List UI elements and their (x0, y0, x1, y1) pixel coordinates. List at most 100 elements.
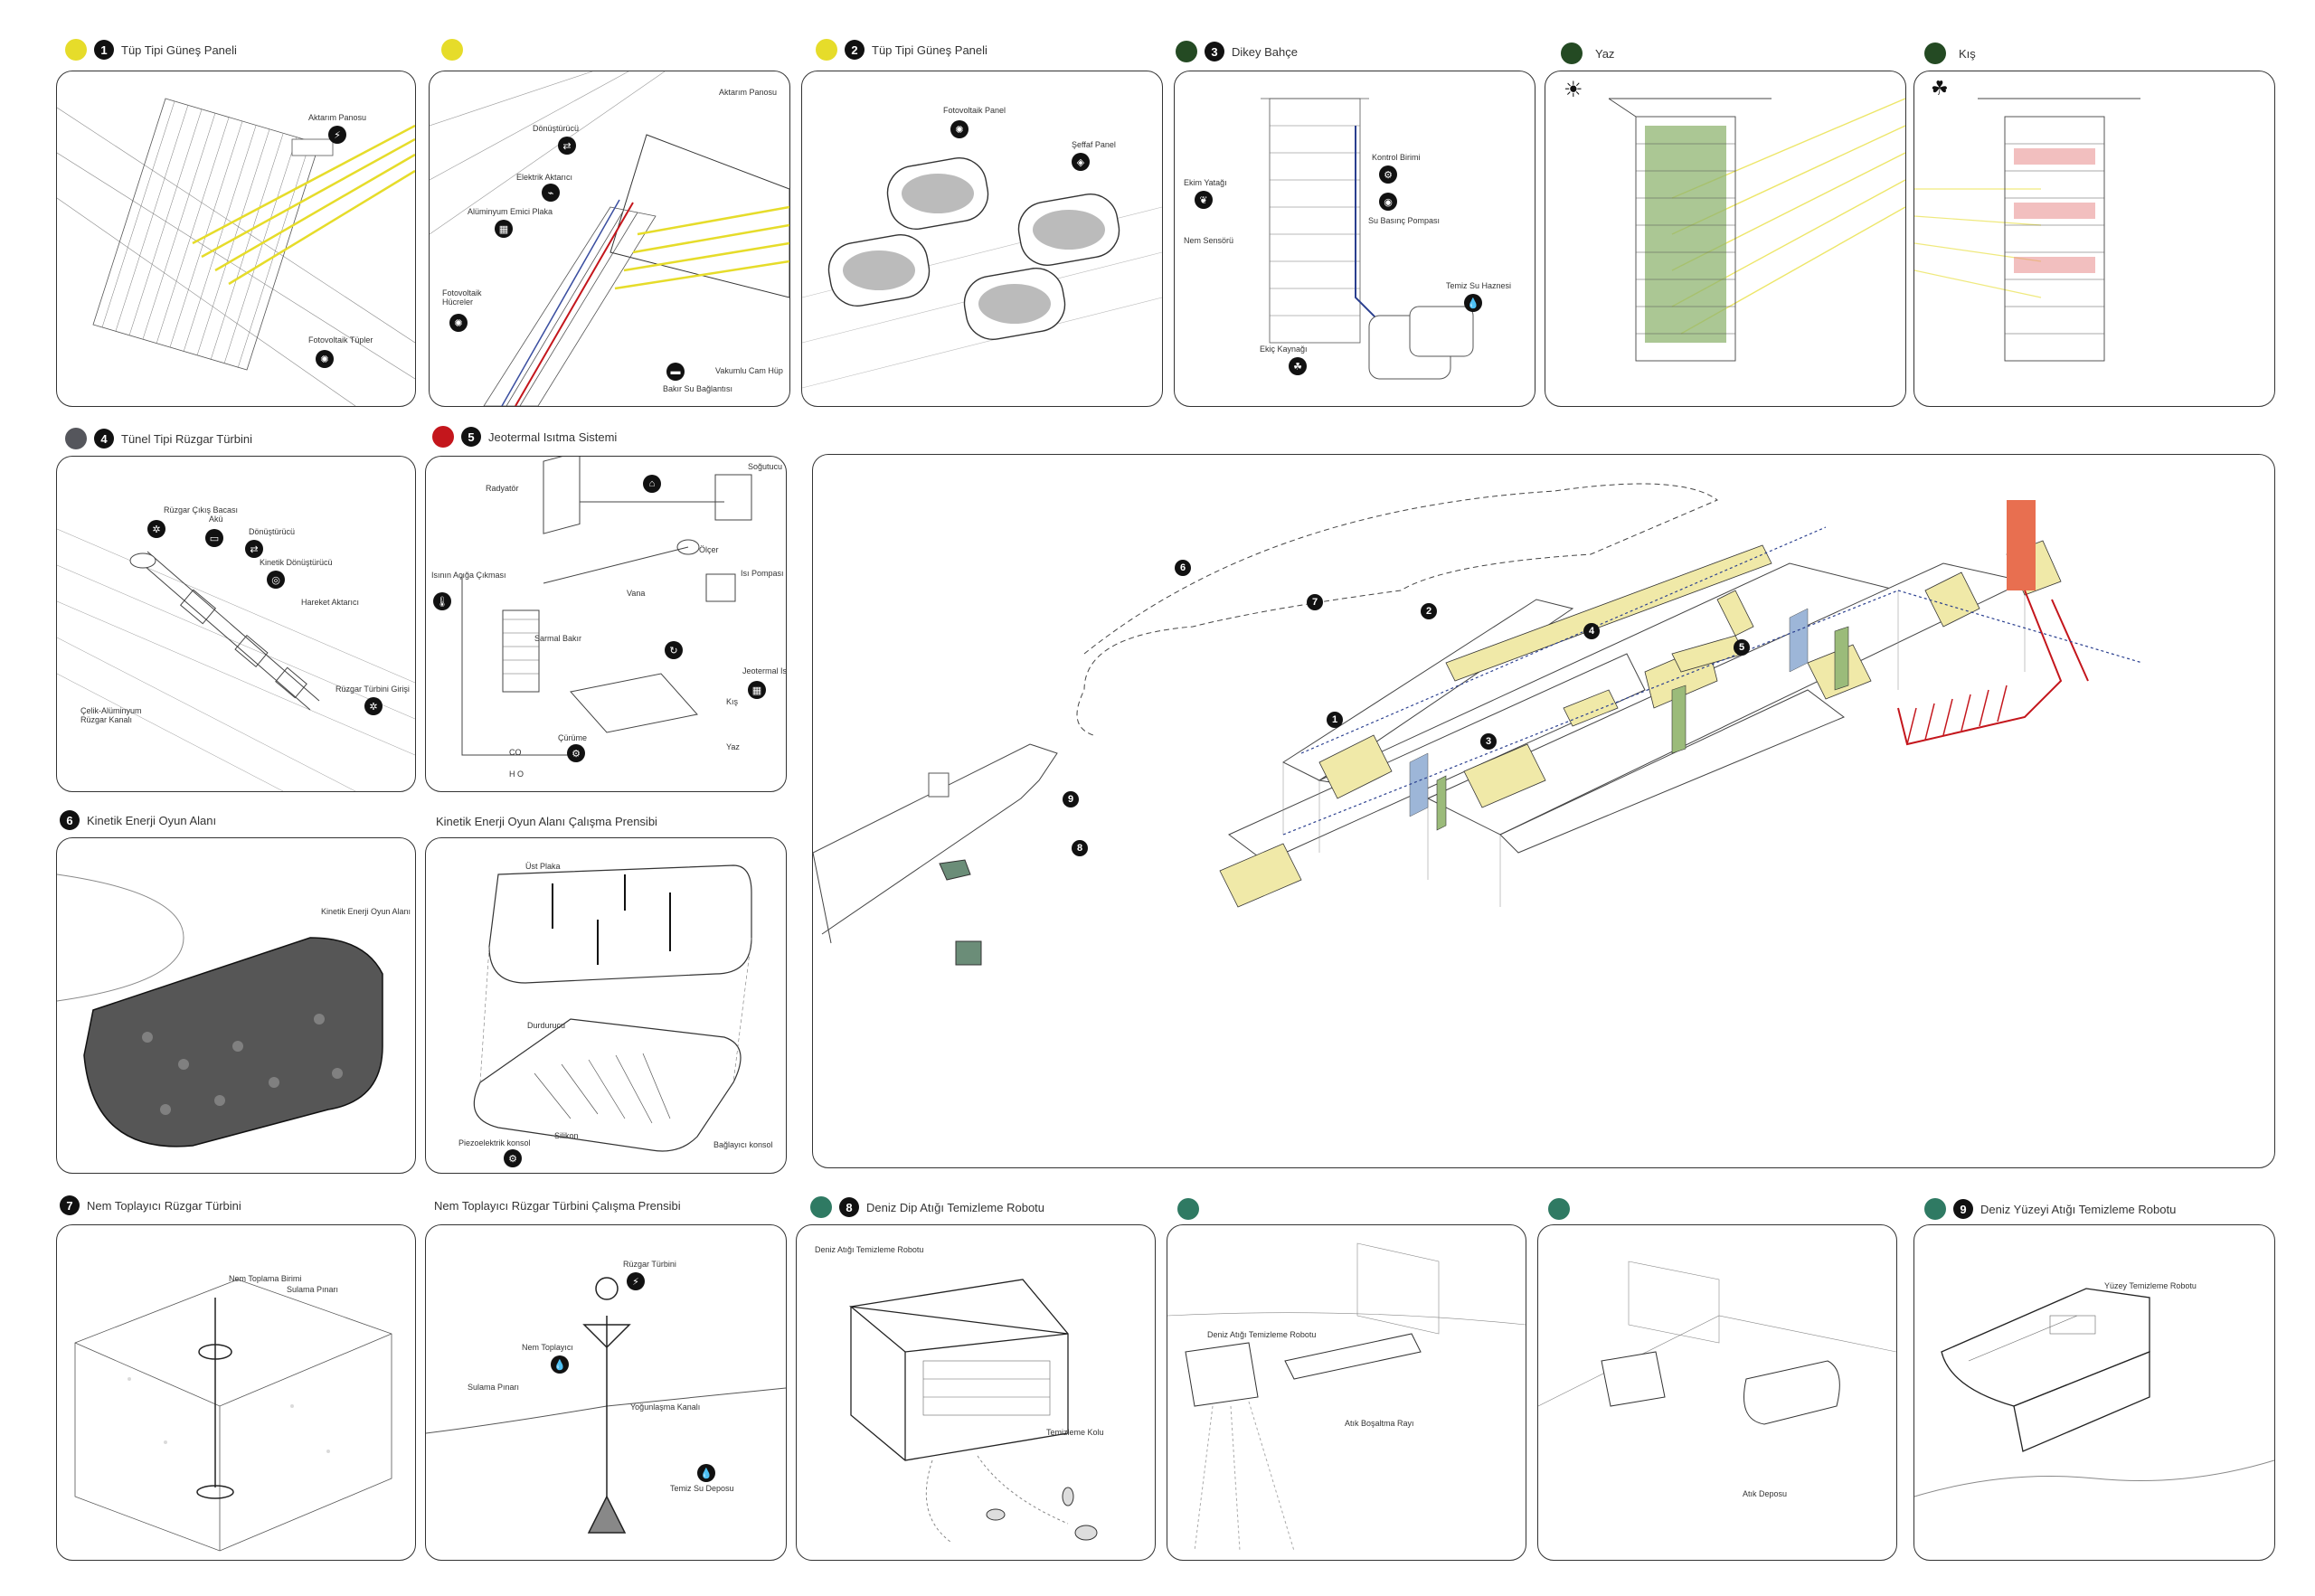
marker-4[interactable]: 4 (1583, 623, 1600, 639)
label-pv-cells: Fotovoltaik Hücreler (442, 288, 482, 307)
sun-cell-icon: ✺ (950, 120, 969, 138)
cycle-icon: ↻ (665, 641, 683, 659)
battery-icon: ▭ (205, 529, 223, 547)
label-waste-rail: Atık Boşaltma Rayı (1345, 1419, 1414, 1428)
label-decay: Çürüme (558, 733, 588, 742)
gray-dot-icon (65, 428, 87, 449)
marker-1[interactable]: 1 (1327, 712, 1343, 728)
label-moisture-unit: Nem Toplama Birimi (229, 1274, 302, 1283)
label-pv-tubes: Fotovoltaik Tüpler (308, 335, 373, 345)
header-kinetic-principle: Kinetik Enerji Oyun Alanı Çalışma Prensi… (436, 807, 657, 835)
number-badge: 9 (1953, 1199, 1973, 1219)
section-title: Nem Toplayıcı Rüzgar Türbini (87, 1198, 241, 1213)
section-title: Kış (1959, 46, 1976, 61)
tube-icon: ▬ (666, 363, 685, 381)
header-surface-robot: 9 Deniz Yüzeyi Atığı Temizleme Robotu (1924, 1195, 2176, 1223)
section-title: Kinetik Enerji Oyun Alanı (87, 813, 217, 827)
label-co2: CO (509, 748, 522, 757)
label-kinetic-converter: Kinetik Dönüştürücü (260, 558, 333, 567)
panel-vertical-garden: Ekim Yatağı ❦ Kontrol Birimi ⚙ ◉ Su Bası… (1174, 71, 1535, 407)
label-heat-pump: Isı Pompası (741, 569, 784, 578)
number-badge: 3 (1205, 42, 1224, 61)
marker-9[interactable]: 9 (1063, 791, 1079, 807)
label-clean-water-tank: Temiz Su Deposu (670, 1484, 734, 1493)
header-seabed-robot-2 (1177, 1195, 1199, 1223)
panel-winter: ☘ (1913, 71, 2275, 407)
label-winter: Kış (726, 697, 739, 706)
plant-icon: ❦ (1195, 191, 1213, 209)
label-motion-transfer: Hareket Aktarıcı (301, 598, 360, 607)
water-drop-icon: 💧 (1464, 294, 1482, 312)
label-control-unit: Kontrol Birimi (1372, 153, 1421, 162)
label-connector-console: Bağlayıcı konsol (713, 1140, 773, 1149)
panel-main-axonometric: 6 7 2 4 5 1 3 9 8 (812, 454, 2275, 1168)
panel-summer: ☀ (1545, 71, 1906, 407)
label-battery: Akü (209, 515, 223, 524)
number-badge: 6 (60, 810, 80, 830)
sun-icon: ☀ (1564, 78, 1583, 102)
marker-8[interactable]: 8 (1072, 840, 1088, 856)
label-planting-bed: Ekim Yatağı (1184, 178, 1227, 187)
lightning-icon: ⚡ (627, 1272, 645, 1290)
label-heat-release: Isının Açığa Çıkması (431, 571, 506, 580)
header-tube-solar-detail (441, 36, 463, 63)
kinetic-icon: ◎ (267, 571, 285, 589)
pump-icon: ◉ (1379, 193, 1397, 211)
water-drop-icon: 💧 (697, 1464, 715, 1482)
panel-surface-robot: Yüzey Temizleme Robotu (1913, 1224, 2275, 1561)
panel-geothermal: Soğutucu Radyatör ⌂ Isının Açığa Çıkması… (425, 456, 787, 792)
marker-3[interactable]: 3 (1480, 733, 1497, 750)
teal-dot-icon (1924, 1198, 1946, 1220)
label-surface-robot: Yüzey Temizleme Robotu (2104, 1281, 2197, 1290)
section-title: Deniz Yüzeyi Atığı Temizleme Robotu (1980, 1202, 2177, 1216)
label-electric-transfer: Elektrik Aktarıcı (516, 173, 573, 182)
label-wind-channel: Çelik-Alüminyum Rüzgar Kanalı (80, 706, 142, 724)
teal-dot-icon (810, 1196, 832, 1218)
panel-icon: ◈ (1072, 153, 1090, 171)
number-badge: 1 (94, 40, 114, 60)
label-copper-connection: Bakır Su Bağlantısı (663, 384, 733, 393)
label-top-plate: Üst Plaka (525, 862, 561, 871)
label-stopper: Durdurucu (527, 1021, 566, 1030)
panel-tunnel-wind: Rüzgar Çıkış Bacası ✲ Akü ▭ Dönüştürücü … (56, 456, 416, 792)
converter-icon: ⇄ (558, 137, 576, 155)
label-meter: Ölçer (699, 545, 719, 554)
heat-icon: ▦ (748, 681, 766, 699)
label-h2o: H O (509, 770, 524, 779)
header-tube-solar-2: 2 Tüp Tipi Güneş Paneli (816, 36, 987, 63)
label-waste-depot: Atık Deposu (1743, 1489, 1788, 1498)
sun-cell-icon: ✺ (316, 350, 334, 368)
marker-7[interactable]: 7 (1307, 594, 1323, 610)
label-clean-water-tank: Temiz Su Haznesi (1446, 281, 1512, 290)
panel-moisture-turbine: Nem Toplama Birimi Sulama Pınarı (56, 1224, 416, 1561)
panel-seabed-robot: Deniz Atığı Temizleme Robotu Temizleme K… (796, 1224, 1156, 1561)
label-valve: Vana (627, 589, 646, 598)
label-wind-exit-chimney: Rüzgar Çıkış Bacası (164, 505, 239, 515)
red-dot-icon (432, 426, 454, 448)
marker-6[interactable]: 6 (1175, 560, 1191, 576)
teal-dot-icon (1177, 1198, 1199, 1220)
panel-kinetic-principle: Üst Plaka Durdurucu Piezoelektrik konsol… (425, 837, 787, 1174)
header-summer: Yaz (1561, 40, 1614, 67)
green-dot-icon (1561, 42, 1583, 64)
section-title: Deniz Dip Atığı Temizleme Robotu (866, 1200, 1045, 1214)
section-title: Tünel Tipi Rüzgar Türbini (121, 431, 252, 446)
section-title: Jeotermal Isıtma Sistemi (488, 430, 618, 444)
marker-5[interactable]: 5 (1734, 639, 1750, 656)
label-irrigation-spring: Sulama Pınarı (287, 1285, 339, 1294)
section-title: Tüp Tipi Güneş Paneli (872, 42, 987, 57)
label-irrigation-spring: Sulama Pınarı (468, 1383, 520, 1392)
header-vertical-garden: 3 Dikey Bahçe (1176, 38, 1298, 65)
teal-dot-icon (1548, 1198, 1570, 1220)
marker-2[interactable]: 2 (1421, 603, 1437, 619)
section-title: Dikey Bahçe (1232, 44, 1298, 59)
panel-robot-rail: Deniz Atığı Temizleme Robotu Atık Boşalt… (1167, 1224, 1526, 1561)
label-absorber-plate: Alüminyum Emici Plaka (468, 207, 553, 216)
label-geothermal-heat: Jeotermal Isı (742, 666, 787, 675)
label-pv-panel: Fotovoltaik Panel (943, 106, 1006, 115)
converter-icon: ⇄ (245, 540, 263, 558)
yellow-dot-icon (441, 39, 463, 61)
label-water-pump: Su Basınç Pompası (1368, 216, 1441, 225)
turbine-icon: ✲ (364, 697, 383, 715)
label-humidity-sensor: Nem Sensörü (1184, 236, 1234, 245)
